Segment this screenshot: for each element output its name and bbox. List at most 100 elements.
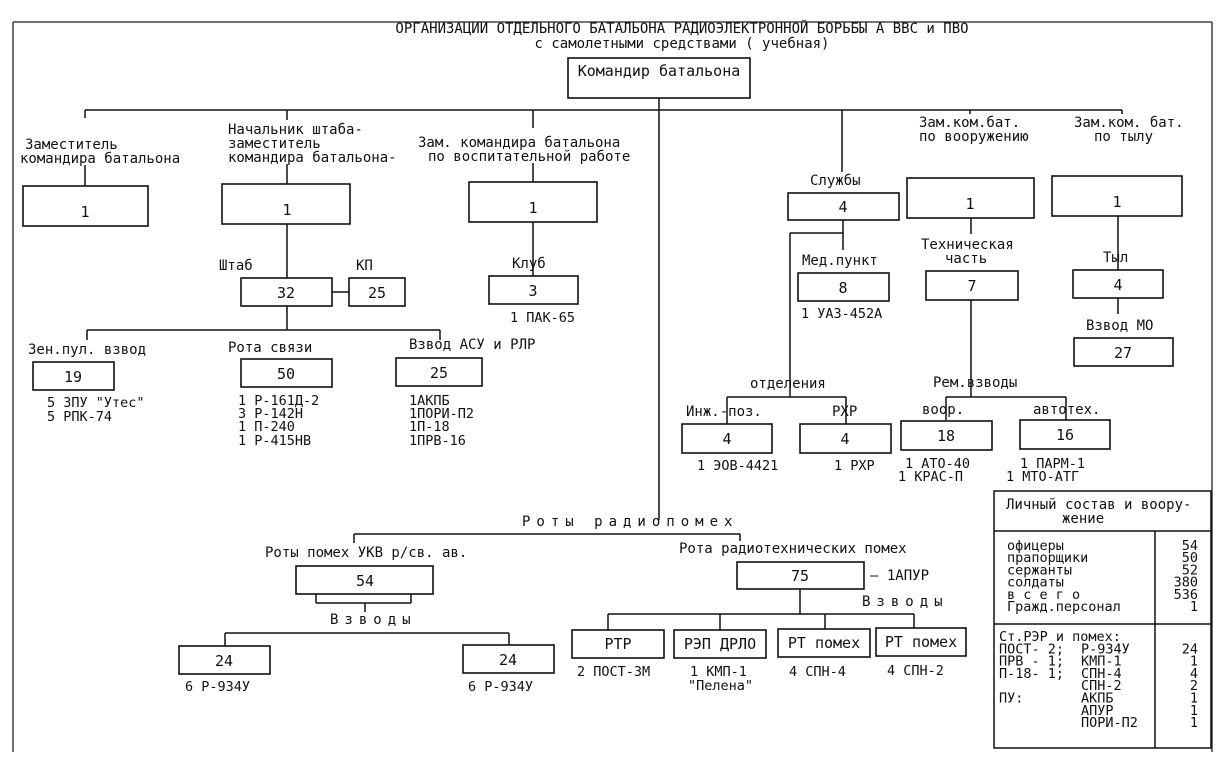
- ukv-platoon-left-equip: 6 Р-934У: [185, 679, 250, 695]
- tyl-label: Тыл: [1103, 250, 1128, 266]
- commander-label: Командир батальона: [578, 62, 741, 80]
- rhr-equip: 1 РХР: [834, 458, 875, 474]
- chief-staff-box: [221, 183, 351, 225]
- personnel-row-label: в с е г о: [1007, 587, 1080, 603]
- rt1-label: РТ помех: [788, 634, 860, 652]
- eng-box: [681, 423, 773, 454]
- signal-company-label: Рота связи: [228, 340, 312, 356]
- club-equip: 1 ПАК-65: [510, 310, 575, 326]
- equipment-row-value: 1: [1190, 654, 1198, 670]
- aa-platoon-value: 19: [64, 368, 82, 386]
- rhr-value: 4: [840, 430, 849, 448]
- aa-platoon-box: [32, 361, 115, 391]
- ukv-platoon-left-value: 24: [215, 652, 233, 670]
- services-value: 4: [838, 198, 847, 216]
- equipment-row-value: 1: [1190, 691, 1198, 707]
- rt-platoons-label: Взводы: [862, 594, 949, 610]
- armament-label-1: Зам.ком.бат.: [919, 115, 1020, 131]
- personnel-row-label: сержанты: [1007, 562, 1072, 578]
- personnel-row-value: 536: [1174, 587, 1198, 603]
- ukv-platoon-right-value: 24: [499, 651, 517, 669]
- tech-label-1: Техническая: [921, 237, 1014, 253]
- rear-value: 1: [1112, 193, 1121, 211]
- equipment-row-left: Ст.РЭР и помех:: [999, 629, 1121, 645]
- rt-company-value: 75: [791, 567, 809, 585]
- drlo-label: РЭП ДРЛО: [684, 635, 756, 653]
- rear-box: [1051, 175, 1183, 217]
- deputy-label-2: командира батальона: [20, 151, 180, 167]
- equipment-row-left: ПУ:: [999, 691, 1023, 707]
- personnel-row-label: Гражд.персонал: [1007, 599, 1121, 615]
- personnel-row-value: 1: [1190, 599, 1198, 615]
- med-label: Мед.пункт: [802, 253, 878, 269]
- equipment-row-name: КМП-1: [1081, 654, 1122, 670]
- equipment-row-value: 24: [1182, 641, 1198, 657]
- eng-label: Инж.-поз.: [686, 404, 762, 420]
- commander-box: [567, 57, 751, 99]
- deputy-label-1: Заместитель: [25, 137, 118, 153]
- ukv-platoon-right-box: [462, 644, 555, 674]
- signal-company-value: 50: [277, 365, 295, 383]
- kp-value: 25: [368, 284, 386, 302]
- equipment-row-name: ПОРИ-П2: [1081, 715, 1138, 731]
- rt-company-note: – 1АПУР: [870, 568, 929, 584]
- rt2-label: РТ помех: [885, 633, 957, 651]
- ukv-company-label: Роты помех УКВ р/св. ав.: [265, 545, 467, 561]
- asu-equip-3: 1П-18: [409, 419, 450, 435]
- services-box: [787, 192, 900, 221]
- political-box: [468, 181, 598, 223]
- med-equip: 1 УАЗ-452А: [801, 306, 882, 322]
- equipment-row-name: Р-934У: [1081, 641, 1130, 657]
- drlo-box: [673, 629, 767, 659]
- ukv-platoons-label: Взводы: [330, 612, 417, 628]
- political-label-2: по воспитательной работе: [428, 149, 630, 165]
- asu-platoon-value: 25: [430, 364, 448, 382]
- asu-equip-1: 1АКПБ: [409, 393, 450, 409]
- services-label: Службы: [810, 173, 861, 189]
- equipment-row-name: АКПБ: [1081, 691, 1114, 707]
- ukv-platoon-left-box: [178, 645, 271, 675]
- voor-value: 18: [937, 427, 955, 445]
- ukv-platoon-right-equip: 6 Р-934У: [468, 679, 533, 695]
- rem-label: Рем.взводы: [933, 375, 1017, 391]
- chief-staff-label-1: Начальник штаба-: [228, 122, 363, 138]
- equipment-row-left: ПРВ - 1;: [999, 654, 1064, 670]
- asu-equip-2: 1ПОРИ-П2: [409, 406, 474, 422]
- equipment-row-value: 1: [1190, 715, 1198, 731]
- rhr-box: [799, 423, 892, 454]
- equipment-row-left: ПОСТ- 2;: [999, 641, 1064, 657]
- chart-title-line1: ОРГАНИЗАЦИИ ОТДЕЛЬНОГО БАТАЛЬОНА РАДИОЭЛ…: [395, 19, 968, 37]
- shtab-label: Штаб: [219, 258, 253, 274]
- auto-box: [1019, 419, 1111, 450]
- aa-platoon-equip-1: 5 ЗПУ "Утес": [47, 395, 145, 411]
- rhr-label: РХР: [832, 404, 857, 420]
- eng-equip: 1 ЭОВ-4421: [697, 458, 778, 474]
- signal-equip-1: 1 Р-161Д-2: [238, 393, 319, 409]
- tech-box: [925, 270, 1019, 301]
- chart-title-line2: с самолетными средствами ( учебная): [534, 36, 829, 52]
- signal-company-box: [240, 358, 333, 388]
- rtr-equip: 2 ПОСТ-3М: [577, 664, 650, 680]
- equipment-row-left: П-18- 1;: [999, 666, 1064, 682]
- signal-equip-2: 3 Р-142Н: [238, 406, 303, 422]
- deputy-box: [22, 185, 149, 227]
- armament-value: 1: [965, 195, 974, 213]
- chief-staff-label-3: командира батальона-: [228, 150, 397, 166]
- summary-title-2: жение: [1062, 511, 1104, 527]
- rtr-label: РТР: [604, 635, 631, 653]
- drlo-equip-1: 1 КМП-1: [690, 664, 747, 680]
- sections-label: отделения: [750, 376, 826, 392]
- auto-equip-1: 1 ПАРМ-1: [1020, 456, 1085, 472]
- rt1-box: [777, 628, 871, 658]
- rear-label-1: Зам.ком. бат.: [1074, 115, 1184, 131]
- personnel-row-value: 54: [1182, 538, 1198, 554]
- deputy-value: 1: [80, 203, 89, 221]
- chief-staff-value: 1: [282, 201, 291, 219]
- med-value: 8: [838, 279, 847, 297]
- equipment-row-name: СПН-4: [1081, 666, 1122, 682]
- signal-equip-4: 1 Р-415НВ: [238, 433, 311, 449]
- asu-equip-4: 1ПРВ-16: [409, 433, 466, 449]
- equipment-row-name: СПН-2: [1081, 678, 1122, 694]
- summary-title-1: Личный состав и воору-: [1006, 497, 1191, 513]
